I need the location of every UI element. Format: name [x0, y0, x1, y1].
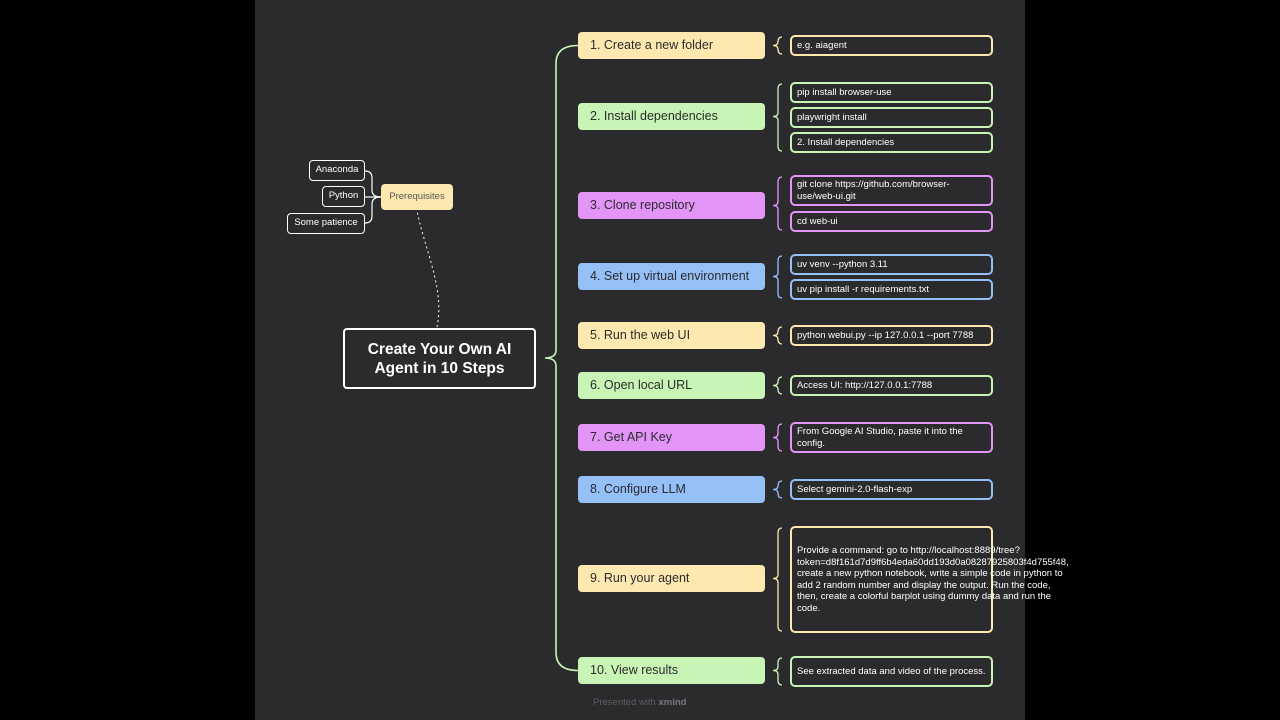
footer-credit: Presented with xmind: [593, 697, 686, 708]
detail-text: Provide a command: go to http://localhos…: [797, 545, 1069, 614]
detail-text: uv venv --python 3.11: [797, 258, 888, 270]
step-5-node[interactable]: 5. Run the web UI: [578, 322, 765, 349]
prerequisites-node[interactable]: Prerequisites: [381, 184, 453, 210]
detail-text: uv pip install -r requirements.txt: [797, 283, 929, 295]
step-2-detail-3[interactable]: 2. Install dependencies: [790, 132, 993, 153]
detail-text: 2. Install dependencies: [797, 136, 895, 148]
step-10-detail-1[interactable]: See extracted data and video of the proc…: [790, 656, 993, 687]
step-3-detail-2[interactable]: cd web-ui: [790, 211, 993, 232]
central-topic[interactable]: Create Your Own AI Agent in 10 Steps: [343, 328, 536, 389]
step-5-detail-1[interactable]: python webui.py --ip 127.0.0.1 --port 77…: [790, 325, 993, 346]
step-6-node[interactable]: 6. Open local URL: [578, 372, 765, 399]
detail-text: e.g. aiagent: [797, 39, 847, 51]
detail-text: playwright install: [797, 111, 867, 123]
step-1-node[interactable]: 1. Create a new folder: [578, 32, 765, 59]
step-7-detail-1[interactable]: From Google AI Studio, paste it into the…: [790, 422, 993, 453]
step-7-node[interactable]: 7. Get API Key: [578, 424, 765, 451]
step-1-detail-1[interactable]: e.g. aiagent: [790, 35, 993, 56]
step-3-node[interactable]: 3. Clone repository: [578, 192, 765, 219]
detail-text: cd web-ui: [797, 215, 838, 227]
prereq-anaconda[interactable]: Anaconda: [309, 160, 365, 181]
detail-text: Select gemini-2.0-flash-exp: [797, 483, 913, 495]
footer-prefix: Presented with: [593, 697, 656, 708]
step-3-detail-1[interactable]: git clone https://github.com/browser-use…: [790, 175, 993, 206]
step-8-node[interactable]: 8. Configure LLM: [578, 476, 765, 503]
central-topic-label: Create Your Own AI Agent in 10 Steps: [367, 340, 512, 377]
step-4-detail-1[interactable]: uv venv --python 3.11: [790, 254, 993, 275]
detail-text: See extracted data and video of the proc…: [797, 665, 986, 677]
detail-text: From Google AI Studio, paste it into the…: [797, 426, 963, 449]
detail-text: Access UI: http://127.0.0.1:7788: [797, 379, 933, 391]
step-6-detail-1[interactable]: Access UI: http://127.0.0.1:7788: [790, 375, 993, 396]
step-9-detail-1[interactable]: Provide a command: go to http://localhos…: [790, 526, 1069, 633]
detail-text: pip install browser-use: [797, 86, 892, 98]
step-4-detail-2[interactable]: uv pip install -r requirements.txt: [790, 279, 993, 300]
step-9-node[interactable]: 9. Run your agent: [578, 565, 765, 592]
detail-text: python webui.py --ip 127.0.0.1 --port 77…: [797, 329, 974, 341]
detail-text: git clone https://github.com/browser-use…: [797, 179, 950, 202]
step-8-detail-1[interactable]: Select gemini-2.0-flash-exp: [790, 479, 993, 500]
step-2-detail-2[interactable]: playwright install: [790, 107, 993, 128]
step-10-node[interactable]: 10. View results: [578, 657, 765, 684]
prereq-python[interactable]: Python: [322, 186, 365, 207]
footer-brand: xmind: [658, 697, 687, 708]
prereq-some-patience[interactable]: Some patience: [287, 213, 365, 234]
step-2-node[interactable]: 2. Install dependencies: [578, 103, 765, 130]
step-4-node[interactable]: 4. Set up virtual environment: [578, 263, 765, 290]
step-2-detail-1[interactable]: pip install browser-use: [790, 82, 993, 103]
